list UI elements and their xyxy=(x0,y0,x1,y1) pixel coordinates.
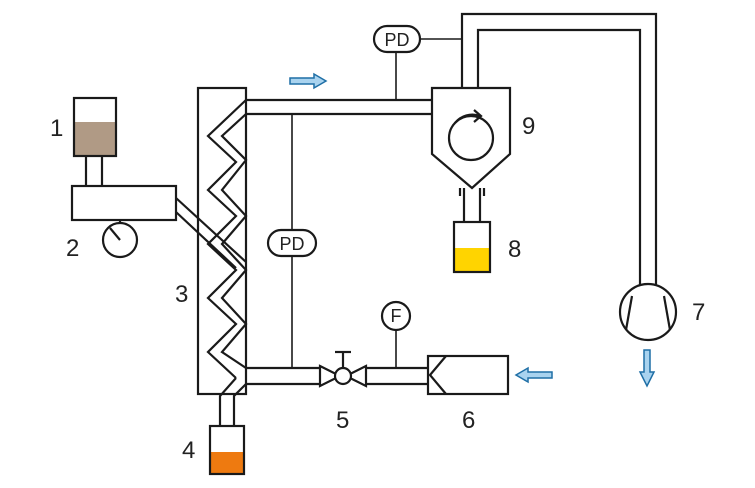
flow-meter xyxy=(380,300,412,368)
cyclone-separator xyxy=(430,86,512,222)
pd-mid-label: PD xyxy=(279,234,304,254)
label-8: 8 xyxy=(508,236,521,263)
atomizer-unit xyxy=(70,184,178,259)
inlet-air-pipe xyxy=(246,366,428,386)
pd-top-label: PD xyxy=(384,30,409,50)
exhaust-duct xyxy=(460,12,658,286)
hot-air-pipe xyxy=(246,98,432,116)
label-2: 2 xyxy=(66,235,79,262)
product-container xyxy=(452,220,492,274)
flow-arrow-right xyxy=(289,72,328,90)
pd-gauge-mid: PD xyxy=(266,114,318,368)
label-7: 7 xyxy=(692,299,705,326)
label-4: 4 xyxy=(182,437,195,464)
vacuum-pump xyxy=(618,282,678,342)
label-9: 9 xyxy=(522,113,535,140)
bottom-drain xyxy=(218,377,247,426)
flow-arrow-down xyxy=(638,349,656,388)
flow-arrow-left xyxy=(514,366,553,384)
valve xyxy=(318,350,368,388)
label-1: 1 xyxy=(50,115,63,142)
air-filter xyxy=(426,354,510,396)
residue-container xyxy=(208,424,246,476)
label-6: 6 xyxy=(462,407,475,434)
feed-container xyxy=(72,96,118,186)
pd-gauge-top: PD xyxy=(372,24,462,100)
flow-meter-label: F xyxy=(391,306,402,326)
feed-line xyxy=(175,197,247,269)
label-5: 5 xyxy=(336,407,349,434)
label-3: 3 xyxy=(175,281,188,308)
